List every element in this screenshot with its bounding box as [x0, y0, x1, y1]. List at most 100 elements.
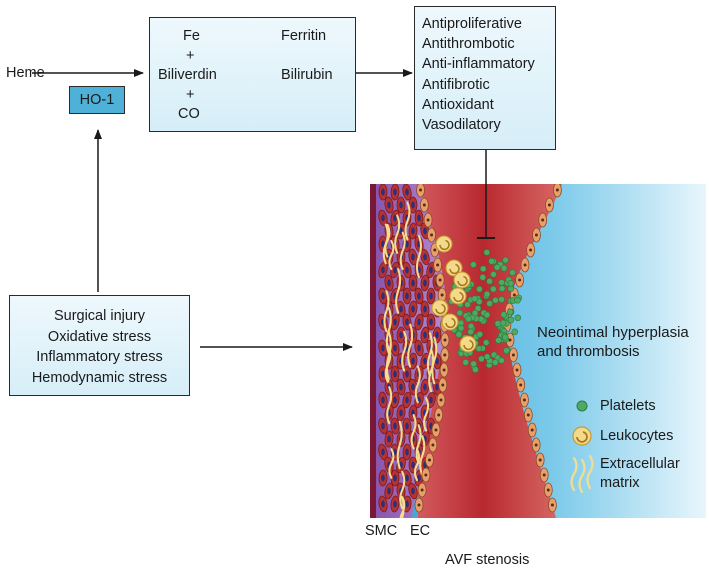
- smc-cell: [378, 391, 388, 409]
- endothelial-cell: [439, 362, 449, 378]
- ecm-fiber: [401, 330, 408, 372]
- smc-cell: [402, 313, 412, 331]
- endothelial-cell: [434, 407, 444, 423]
- platelet: [479, 274, 487, 281]
- endothelial-cell: [433, 257, 443, 273]
- endothelial-cell: [516, 377, 526, 393]
- platelet: [503, 347, 510, 354]
- effect-item: Antioxidant: [422, 96, 494, 113]
- ecm-fiber: [386, 386, 393, 425]
- effect-item: Antithrombotic: [422, 36, 515, 53]
- smc-cell: [402, 261, 412, 279]
- smc-cell: [390, 469, 400, 487]
- ecm-legend-icon: [570, 454, 594, 494]
- platelet: [470, 261, 477, 268]
- endothelial-cell: [440, 332, 450, 348]
- platelet: [500, 311, 508, 318]
- smc-cell: [408, 222, 418, 240]
- smc-cell: [396, 378, 406, 396]
- platelet: [498, 296, 505, 303]
- leukocyte: [459, 335, 477, 353]
- smc-cell: [402, 184, 412, 201]
- smc-cell: [390, 417, 400, 435]
- smc-cell: [378, 287, 388, 305]
- platelet: [467, 328, 474, 336]
- smc-cell: [384, 196, 394, 214]
- platelet: [514, 296, 521, 304]
- endothelial-cell: [512, 362, 522, 378]
- platelet: [475, 345, 483, 352]
- smc-cell: [420, 274, 430, 292]
- smc-cell: [408, 300, 418, 318]
- endothelial-cell: [431, 422, 441, 438]
- endothelial-cell: [436, 392, 446, 408]
- smc-cell: [390, 495, 400, 513]
- extracellular-matrix-fibers: [382, 201, 438, 518]
- endothelial-cell: [417, 482, 427, 498]
- smc-cell: [390, 391, 400, 409]
- ecm-fiber: [428, 348, 435, 393]
- ecm-fiber: [399, 470, 406, 510]
- smc-cell: [378, 469, 388, 487]
- smc-cell: [414, 287, 424, 305]
- vessel-illustration: [370, 184, 706, 518]
- endothelial-cell: [419, 197, 429, 213]
- smc-cell: [414, 339, 424, 357]
- platelet: [483, 290, 491, 298]
- ecm-fiber: [399, 496, 406, 518]
- leukocyte: [453, 271, 471, 289]
- platelet: [490, 271, 497, 278]
- leukocyte: [449, 287, 467, 305]
- smc-cell: [420, 378, 430, 396]
- platelet: [498, 357, 505, 364]
- smc-cell: [414, 313, 424, 331]
- heme-products-box: Fe Ferritin + Biliverdin Bilirubin + CO: [149, 17, 356, 132]
- ferritin-label: Ferritin: [281, 28, 327, 44]
- platelet: [475, 298, 483, 305]
- endothelial-cell: [543, 482, 553, 498]
- smc-cell: [390, 209, 400, 227]
- platelet: [490, 285, 497, 293]
- platelet: [509, 269, 516, 276]
- smc-cell: [408, 482, 418, 500]
- smc-cell: [420, 326, 430, 344]
- legend-ecm-line-2: matrix: [600, 475, 640, 491]
- smc-cell: [378, 209, 388, 227]
- platelet: [502, 333, 509, 341]
- platelet: [486, 277, 493, 285]
- plus-sign-2: +: [186, 87, 195, 103]
- platelet: [491, 359, 499, 366]
- smc-membrane: [370, 184, 376, 518]
- platelet: [506, 308, 514, 316]
- effect-item: Antifibrotic: [422, 76, 490, 93]
- leukocyte: [435, 235, 453, 253]
- endothelial-cell: [552, 184, 562, 198]
- endothelial-cell: [414, 497, 424, 513]
- platelet: [482, 339, 490, 346]
- smc-cell: [378, 495, 388, 513]
- platelet-legend-icon: [576, 400, 588, 412]
- smc-cell: [378, 417, 388, 435]
- endothelial-cell: [509, 347, 518, 363]
- endothelial-cell: [425, 452, 434, 468]
- platelet: [471, 309, 479, 317]
- leukocyte: [445, 259, 463, 277]
- ecm-fiber: [414, 448, 421, 482]
- smc-cell: [384, 430, 394, 448]
- platelet: [483, 311, 491, 319]
- platelet: [486, 300, 493, 307]
- smc-cell: [402, 365, 412, 383]
- stress-item: Oxidative stress: [47, 328, 152, 345]
- platelet: [507, 279, 515, 287]
- platelet: [457, 324, 465, 332]
- platelet: [464, 301, 471, 308]
- smc-cell: [414, 209, 424, 227]
- smc-cell: [378, 184, 388, 201]
- platelet: [467, 322, 475, 330]
- ecm-fiber: [385, 306, 392, 355]
- legend-platelets: Platelets: [600, 398, 656, 414]
- ecm-fiber: [426, 332, 433, 377]
- ecm-fiber: [399, 231, 406, 271]
- platelet: [471, 295, 479, 303]
- stress-item: Hemodynamic stress: [31, 369, 168, 386]
